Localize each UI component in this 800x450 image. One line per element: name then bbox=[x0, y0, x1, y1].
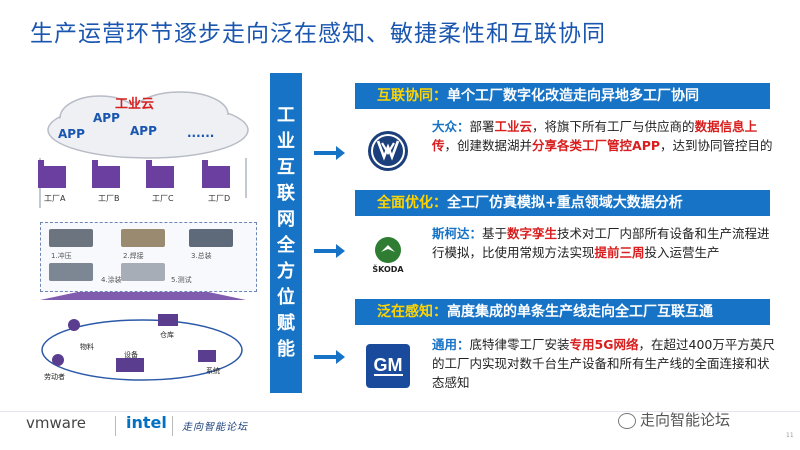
body-seg: ，将旗下所有工厂与供应商的 bbox=[532, 119, 695, 134]
skoda-logo-text: ŠKODA bbox=[372, 264, 404, 274]
company-name: 斯柯达： bbox=[432, 226, 483, 241]
app-tag: APP bbox=[58, 127, 85, 141]
body-seg: 底特律零工厂安装 bbox=[469, 337, 570, 352]
bar-char: 业 bbox=[277, 131, 295, 152]
photo bbox=[49, 229, 93, 247]
section-title-rest: 全工厂仿真模拟+重点领域大数据分析 bbox=[447, 195, 683, 211]
factory-label: 工厂D bbox=[208, 194, 231, 203]
bar-char: 互 bbox=[277, 157, 295, 178]
factory-label: 工厂C bbox=[152, 194, 174, 203]
photo bbox=[121, 263, 165, 281]
body-seg: 投入运营生产 bbox=[644, 245, 720, 260]
factory-label: 工厂B bbox=[98, 194, 120, 203]
app-tag: APP bbox=[93, 111, 120, 125]
bar-char: 全 bbox=[277, 235, 295, 256]
section-title-lead: 泛在感知： bbox=[377, 304, 447, 320]
cloud-label: 工业云 bbox=[115, 97, 155, 112]
gm-logo-text: GM bbox=[373, 355, 403, 376]
watermark-text: 走向智能论坛 bbox=[640, 411, 731, 429]
section-body-vw: 大众：部署工业云，将旗下所有工厂与供应商的数据信息上传，创建数据湖并分享各类工厂… bbox=[432, 117, 777, 155]
company-name: 通用： bbox=[432, 337, 470, 352]
arrow-right-icon bbox=[336, 350, 345, 364]
industrial-illustration: 工厂A 工厂B 工厂C 工厂D 物料 仓库 设备 劳动者 系统 bbox=[30, 88, 262, 388]
footer-divider bbox=[0, 411, 800, 412]
bar-char: 能 bbox=[277, 339, 295, 360]
factory-label: 工厂A bbox=[44, 194, 66, 203]
page-title: 生产运营环节逐步走向泛在感知、敏捷柔性和互联协同 bbox=[30, 21, 606, 47]
body-highlight: 专用5G网络 bbox=[569, 337, 639, 352]
arrow-shaft bbox=[314, 355, 336, 359]
section-body-skoda: 斯柯达：基于数字孪生技术对工厂内部所有设备和生产流程进行模拟，比使用常规方法实现… bbox=[432, 224, 777, 262]
section-body-gm: 通用：底特律零工厂安装专用5G网络，在超过400万平方英尺的工厂内实现对数千台生… bbox=[432, 335, 777, 392]
bar-char: 网 bbox=[277, 209, 295, 230]
device-label-material: 物料 bbox=[80, 343, 94, 351]
photo-label: 2.焊接 bbox=[123, 252, 144, 260]
vw-logo bbox=[362, 125, 414, 177]
bar-char: 赋 bbox=[277, 313, 295, 334]
arrow-shaft bbox=[314, 151, 336, 155]
arrow-right-icon bbox=[336, 244, 345, 258]
photo-label: 3.总装 bbox=[191, 252, 212, 260]
bar-char: 方 bbox=[277, 261, 295, 282]
gm-logo: GM bbox=[362, 340, 414, 392]
body-seg: 基于 bbox=[482, 226, 508, 241]
footer-separator bbox=[115, 416, 116, 436]
footer-separator bbox=[172, 416, 173, 436]
wechat-icon bbox=[618, 412, 636, 429]
skoda-logo: ŠKODA bbox=[362, 228, 414, 280]
section-title-lead: 全面优化： bbox=[377, 195, 447, 211]
photo bbox=[189, 229, 233, 247]
bar-char: 位 bbox=[277, 287, 295, 308]
device-label-equipment: 设备 bbox=[124, 351, 138, 359]
body-highlight: 工业云 bbox=[494, 119, 533, 134]
device-label-system: 系统 bbox=[206, 367, 220, 375]
body-seg: 部署 bbox=[469, 119, 495, 134]
body-highlight: 数字孪生 bbox=[507, 226, 558, 241]
body-highlight: 分享各类工厂管控APP bbox=[532, 138, 661, 153]
page-number: 11 bbox=[786, 432, 794, 439]
section-title-rest: 高度集成的单条生产线走向全工厂互联互通 bbox=[447, 304, 713, 320]
section-title-optimize: 全面优化：全工厂仿真模拟+重点领域大数据分析 bbox=[355, 190, 770, 216]
forum-logo: 走向智能论坛 bbox=[182, 422, 248, 433]
photo-label: 4.涂装 bbox=[101, 276, 122, 284]
empowerment-bar: 工 业 互 联 网 全 方 位 赋 能 bbox=[270, 73, 302, 393]
body-seg: ，达到协同管控目的 bbox=[660, 138, 773, 153]
cloud-shape bbox=[47, 91, 249, 159]
company-name: 大众： bbox=[432, 119, 470, 134]
bar-char: 联 bbox=[277, 183, 295, 204]
body-seg: ，在超过400万平方英尺的工厂内实现对数千台生产设备和所有生产线的全面连接和状态… bbox=[432, 337, 775, 390]
production-photos: 1.冲压 2.焊接 3.总装 4.涂装 5.测试 bbox=[40, 222, 257, 292]
body-highlight: 数据信息上传 bbox=[432, 119, 758, 153]
photo-label: 1.冲压 bbox=[51, 252, 72, 260]
device-label-warehouse: 仓库 bbox=[160, 331, 174, 339]
body-seg: 技术对工厂内部所有设备和生产流程进行模拟，比使用常规方法实现 bbox=[432, 226, 770, 260]
photo bbox=[121, 229, 165, 247]
body-seg: ，创建数据湖并 bbox=[444, 138, 533, 153]
section-title-interconnect: 互联协同：单个工厂数字化改造走向异地多工厂协同 bbox=[355, 83, 770, 109]
photo bbox=[49, 263, 93, 281]
section-title-perception: 泛在感知：高度集成的单条生产线走向全工厂互联互通 bbox=[355, 299, 770, 325]
body-highlight: 提前三周 bbox=[594, 245, 645, 260]
wechat-watermark: 走向智能论坛 bbox=[618, 409, 730, 430]
section-title-rest: 单个工厂数字化改造走向异地多工厂协同 bbox=[447, 88, 699, 104]
device-label-worker: 劳动者 bbox=[44, 373, 65, 381]
intel-logo: intel bbox=[126, 413, 167, 432]
app-tag: APP bbox=[130, 124, 157, 138]
arrow-shaft bbox=[314, 249, 336, 253]
app-tag: ...... bbox=[187, 126, 215, 140]
section-title-lead: 互联协同： bbox=[377, 88, 447, 104]
bar-char: 工 bbox=[277, 105, 295, 126]
photo-label: 5.测试 bbox=[171, 276, 192, 284]
vmware-logo: vmware bbox=[26, 414, 87, 432]
arrow-right-icon bbox=[336, 146, 345, 160]
